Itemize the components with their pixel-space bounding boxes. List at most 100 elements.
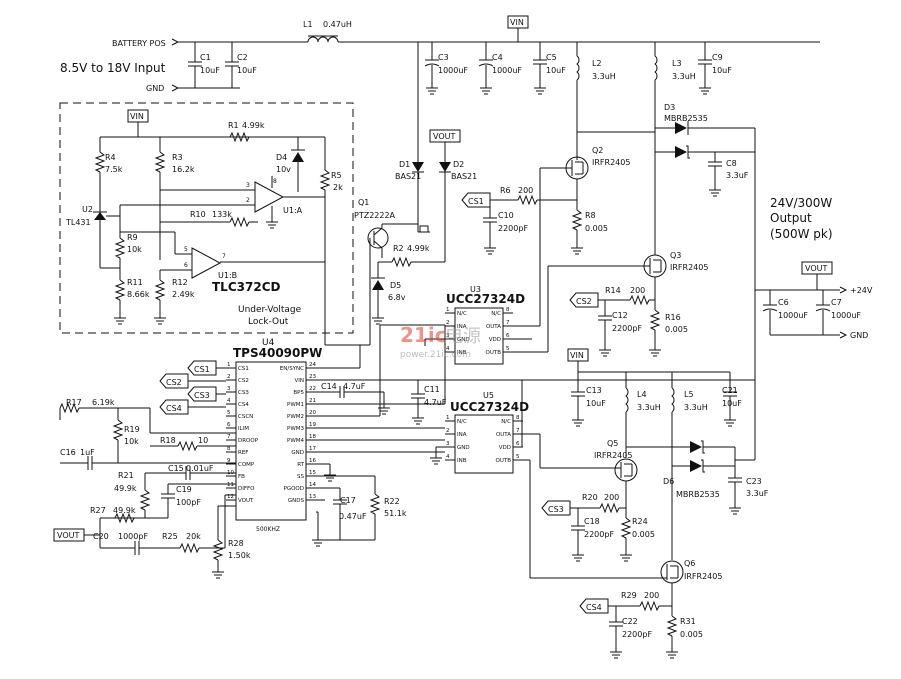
- R20-ref: R20: [582, 493, 598, 502]
- C3-capacitor: [424, 42, 440, 95]
- u4-pin-num: 11: [227, 482, 234, 488]
- C11-capacitor: [411, 380, 425, 425]
- u3-pin-name: OUTB: [486, 350, 502, 356]
- R9-resistor: [114, 232, 126, 270]
- u4-pin-name: REF: [238, 450, 248, 456]
- svg-text:6: 6: [184, 262, 188, 269]
- vin-top-label: VIN: [510, 18, 524, 27]
- U4-freq: 500KHZ: [256, 526, 280, 533]
- C22-capacitor: [609, 606, 623, 659]
- u4-pin-num: 8: [227, 446, 231, 452]
- C19-ref: C19: [176, 485, 192, 494]
- u3-pin-name: VDD: [489, 337, 501, 343]
- vout-left-label: VOUT: [57, 531, 79, 540]
- D1-ref: D1: [399, 160, 410, 169]
- svg-text:电源: 电源: [445, 326, 481, 347]
- R27-resistor: [114, 512, 135, 524]
- R29-ref: R29: [621, 591, 637, 600]
- R22-ref: R22: [384, 497, 400, 506]
- R3-resistor: [154, 137, 166, 260]
- R11-value: 8.66k: [127, 290, 150, 299]
- R12-value: 2.49k: [172, 290, 195, 299]
- u5-pin-name: OUTB: [496, 458, 512, 464]
- C22-ref: C22: [622, 617, 638, 626]
- u5-pin-num: 5: [516, 454, 520, 460]
- D6-value: MBRB2535: [676, 490, 720, 499]
- R31-value: 0.005: [680, 630, 703, 639]
- opamp-part-label: TLC372CD: [212, 280, 280, 294]
- D2-diode: [439, 162, 451, 173]
- C3-value: 1000uF: [438, 66, 468, 75]
- L5-ref: L5: [684, 390, 694, 399]
- uvlo-title-2: Lock-Out: [248, 317, 289, 327]
- u3-pin-num: 7: [506, 320, 510, 326]
- C12-capacitor: [598, 300, 612, 357]
- L4-inductor: [625, 372, 629, 458]
- C5-ref: C5: [546, 53, 557, 62]
- C7-capacitor: [815, 290, 831, 335]
- C10-capacitor: [483, 200, 497, 255]
- u4-pin-num: 1: [227, 362, 231, 368]
- Q6-mosfet: [655, 560, 684, 610]
- C14-ref: C14: [321, 382, 337, 391]
- R25-resistor: [179, 542, 200, 554]
- R21-resistor: [139, 473, 151, 518]
- u4-pin-num: 6: [227, 422, 231, 428]
- R14-resistor: [629, 294, 650, 306]
- u4-pin-name: CSCN: [238, 414, 253, 420]
- C1-ref: C1: [200, 53, 211, 62]
- R10-resistor: [229, 216, 250, 228]
- R5-value: 2k: [333, 183, 343, 192]
- U1B-label: U1:B: [218, 271, 237, 280]
- svg-text:CS4: CS4: [166, 404, 182, 413]
- cs2-right-label: CS2: [576, 297, 592, 306]
- u4-pin-name: PWM1: [287, 402, 304, 408]
- C12-value: 2200pF: [612, 324, 642, 333]
- C7-ref: C7: [831, 298, 842, 307]
- R20-value: 200: [604, 493, 619, 502]
- u5-pin-name: N/C: [501, 419, 511, 425]
- C5-capacitor: [533, 42, 547, 95]
- R2-resistor: [391, 256, 412, 268]
- R8-ref: R8: [585, 211, 596, 220]
- D1-diode: [412, 162, 424, 173]
- R12-resistor: [154, 270, 166, 325]
- R2-value: 4.99k: [407, 244, 430, 253]
- svg-text:2: 2: [246, 197, 250, 204]
- C14-value: 4.7uF: [343, 382, 366, 391]
- C4-ref: C4: [492, 53, 503, 62]
- Q5-ref: Q5: [607, 439, 618, 448]
- C4-value: 1000uF: [492, 66, 522, 75]
- u3-pin-name: INA: [457, 324, 467, 330]
- C19-capacitor: [161, 484, 175, 518]
- u5-pin-name: INB: [457, 458, 467, 464]
- D4-value: 10v: [276, 165, 291, 174]
- L5-value: 3.3uH: [684, 403, 708, 412]
- Q3-ref: Q3: [670, 251, 681, 260]
- C10-value: 2200pF: [498, 224, 528, 233]
- R1-ref: R1: [228, 121, 239, 130]
- u4-pin-name: COMP: [238, 462, 255, 468]
- C8-capacitor: [708, 152, 722, 197]
- u5-pin-num: 2: [446, 428, 450, 434]
- output-peak-label: (500W pk): [770, 227, 833, 241]
- u3-pin-num: 8: [506, 307, 510, 313]
- R10-ref: R10: [190, 210, 206, 219]
- D5-ref: D5: [390, 281, 401, 290]
- C9-capacitor: [698, 42, 712, 95]
- u5-pin-num: 7: [516, 428, 520, 434]
- R8-value: 0.005: [585, 224, 608, 233]
- C21-value: 10uF: [722, 399, 742, 408]
- C9-value: 10uF: [712, 66, 732, 75]
- C12-ref: C12: [612, 311, 628, 320]
- u4-pin-name: CS4: [238, 402, 249, 408]
- C20-ref: C20: [93, 532, 109, 541]
- Q2-ref: Q2: [592, 146, 603, 155]
- u4-pin-num: 24: [309, 362, 316, 368]
- u4-pin-name: DROOP: [238, 438, 259, 444]
- u5-pin-name: INA: [457, 432, 467, 438]
- R4-ref: R4: [105, 153, 116, 162]
- u5-pin-name: N/C: [457, 419, 467, 425]
- R4-value: 7.5k: [105, 165, 123, 174]
